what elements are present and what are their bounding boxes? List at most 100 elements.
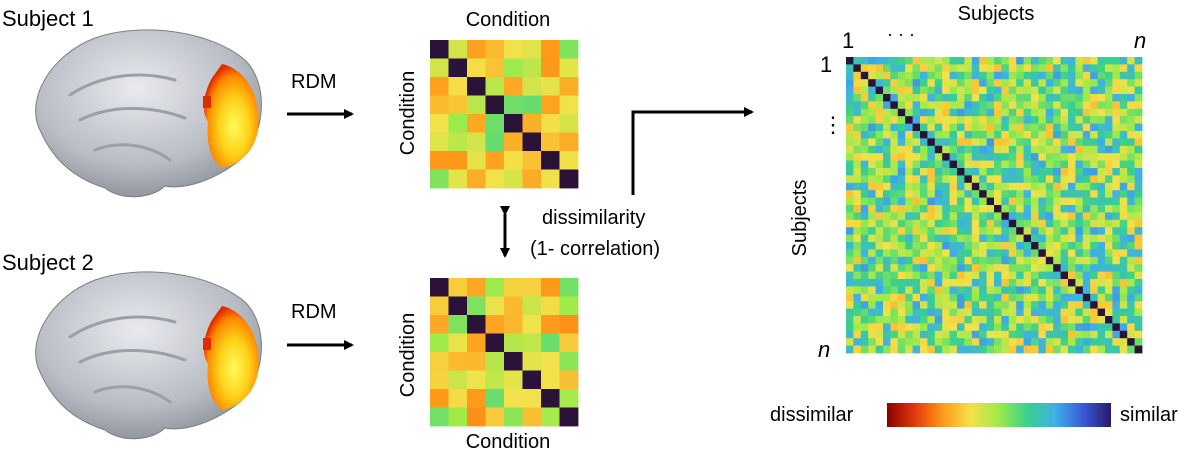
group-matrix-cell <box>1001 153 1010 161</box>
group-matrix-cell <box>934 57 943 65</box>
group-matrix-cell <box>979 301 987 309</box>
group-matrix-cell <box>1127 249 1135 258</box>
group-matrix-cell <box>1090 271 1098 280</box>
group-matrix-cell <box>994 116 1002 124</box>
group-matrix-cell <box>942 242 950 250</box>
group-matrix-cell <box>920 227 928 235</box>
group-matrix-cell <box>971 256 980 265</box>
rdm-1-cell <box>448 40 468 59</box>
group-matrix-cell <box>1097 345 1106 354</box>
group-matrix-cell <box>949 168 958 176</box>
group-matrix-cell <box>949 271 958 280</box>
group-matrix-cell <box>994 219 1002 228</box>
group-matrix-cell <box>934 330 943 339</box>
group-matrix-cell <box>1023 212 1032 221</box>
group-matrix-cell <box>846 271 854 280</box>
rdm-2-cell <box>504 389 523 408</box>
group-matrix-cell <box>942 308 950 317</box>
group-matrix-cell <box>927 286 936 295</box>
group-matrix-cell <box>1090 227 1098 235</box>
group-matrix-cell <box>1090 160 1098 169</box>
group-matrix-cell <box>1134 345 1143 354</box>
group-matrix-cell <box>1112 323 1121 332</box>
group-matrix-cell <box>934 271 943 280</box>
group-matrix-cell <box>1068 71 1076 80</box>
group-matrix-cell <box>912 219 921 228</box>
group-matrix-cell <box>875 249 884 258</box>
group-matrix-cell <box>971 160 980 169</box>
group-matrix-cell <box>934 345 943 354</box>
group-matrix-cell <box>868 205 876 213</box>
group-matrix-cell <box>994 57 1002 65</box>
group-matrix-cell <box>949 108 958 117</box>
group-matrix-ylabel: Subjects <box>789 180 811 257</box>
group-matrix-cell <box>1031 219 1039 228</box>
brain-fold <box>68 73 187 162</box>
group-matrix-cell <box>986 116 995 124</box>
group-matrix-cell <box>1127 57 1135 65</box>
group-matrix-cell <box>1031 279 1039 287</box>
group-matrix-cell <box>853 64 862 73</box>
rdm-1-cell <box>485 169 505 189</box>
group-matrix-cell <box>979 316 987 324</box>
group-matrix-cell <box>1097 330 1106 339</box>
group-matrix-cell <box>905 145 913 154</box>
group-matrix-cell <box>1134 160 1143 169</box>
group-matrix-cell <box>964 271 973 280</box>
group-matrix-cell <box>1090 108 1098 117</box>
group-matrix-cell <box>927 101 936 110</box>
group-matrix-cell <box>1016 79 1024 87</box>
group-matrix-cell <box>957 345 965 354</box>
rdm-2-cell <box>448 407 468 427</box>
group-matrix-cell <box>994 286 1002 295</box>
group-matrix-cell <box>986 108 995 117</box>
group-matrix-cell <box>971 168 980 176</box>
group-matrix-cell <box>1008 108 1017 117</box>
group-matrix-cell <box>927 271 936 280</box>
group-matrix-cell <box>1119 316 1128 324</box>
group-matrix-cell <box>1112 308 1121 317</box>
rdm-1-cell <box>467 77 486 96</box>
group-matrix-cell <box>1105 86 1113 95</box>
group-matrix-cell <box>1045 338 1054 346</box>
rdm-1-cell <box>430 169 449 189</box>
group-matrix-cell <box>883 308 891 317</box>
group-matrix-cell <box>1016 145 1024 154</box>
group-matrix-cell <box>875 197 884 206</box>
group-matrix-cell <box>1023 64 1032 73</box>
rdm-1-cell <box>430 114 449 133</box>
group-matrix-cell <box>897 123 906 132</box>
group-matrix-cell <box>1075 271 1084 280</box>
group-matrix-cell <box>920 279 928 287</box>
rdm-2-cell <box>467 370 486 390</box>
group-matrix-cell <box>1001 57 1010 65</box>
group-matrix-cell <box>971 138 980 147</box>
group-matrix-cell <box>1119 234 1128 243</box>
group-matrix-cell <box>1045 71 1054 80</box>
rdm-1-cell <box>504 169 523 189</box>
group-matrix-cell <box>890 138 899 147</box>
group-matrix-title: Subjects <box>958 3 1035 25</box>
group-matrix-cell <box>1134 116 1143 124</box>
group-matrix-cell <box>890 71 899 80</box>
group-matrix-cell <box>883 131 891 139</box>
group-matrix-cell <box>1031 71 1039 80</box>
group-matrix-cell <box>1001 182 1010 191</box>
group-matrix-cell <box>1112 345 1121 354</box>
group-matrix-cell <box>868 264 876 272</box>
group-tick-first-y: 1 <box>820 52 832 77</box>
group-matrix-cell <box>868 256 876 265</box>
group-matrix-cell <box>883 197 891 206</box>
group-matrix-cell <box>1105 138 1113 147</box>
group-matrix-cell <box>883 316 891 324</box>
group-matrix-cell <box>912 227 921 235</box>
group-matrix-cell <box>964 197 973 206</box>
group-matrix-cell <box>846 249 854 258</box>
rdm-1-cell <box>430 58 449 78</box>
group-matrix-cell <box>1060 227 1069 235</box>
group-matrix-cell <box>1038 64 1047 73</box>
group-matrix-cell <box>1090 249 1098 258</box>
group-matrix-cell <box>1068 131 1076 139</box>
group-matrix-cell <box>1068 286 1076 295</box>
group-matrix-cell <box>846 175 854 184</box>
